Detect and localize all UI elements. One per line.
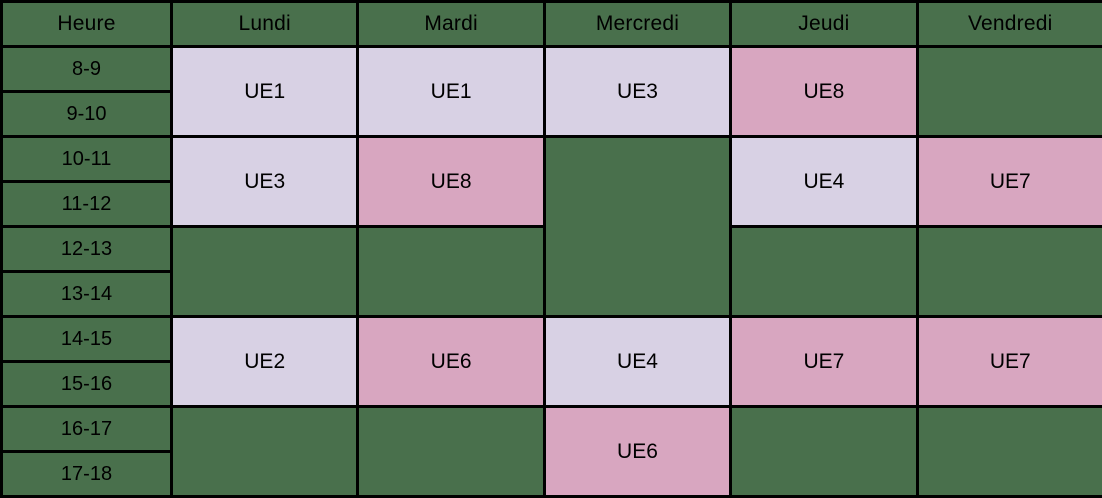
column-header-mercredi: Mercredi: [544, 2, 730, 47]
slot-vendredi-ue7[interactable]: UE7: [917, 317, 1102, 407]
hour-label-11-12: 11-12: [2, 182, 172, 227]
hour-label-12-13: 12-13: [2, 227, 172, 272]
timetable-container: Heure Lundi Mardi Mercredi Jeudi Vendred…: [0, 0, 1102, 464]
hour-label-17-18: 17-18: [2, 452, 172, 497]
timetable-header: Heure Lundi Mardi Mercredi Jeudi Vendred…: [2, 2, 1102, 47]
slot-mardi-empty-2: [358, 227, 544, 317]
slot-mardi-ue6[interactable]: UE6: [358, 317, 544, 407]
header-row: Heure Lundi Mardi Mercredi Jeudi Vendred…: [2, 2, 1102, 47]
slot-mercredi-empty-1: [544, 137, 730, 317]
hour-label-14-15: 14-15: [2, 317, 172, 362]
slot-mercredi-ue3[interactable]: UE3: [544, 47, 730, 137]
slot-lundi-ue3[interactable]: UE3: [172, 137, 358, 227]
slot-vendredi-empty-4: [917, 407, 1102, 497]
slot-mardi-ue1[interactable]: UE1: [358, 47, 544, 137]
slot-lundi-ue2[interactable]: UE2: [172, 317, 358, 407]
hour-label-13-14: 13-14: [2, 272, 172, 317]
hour-label-9-10: 9-10: [2, 92, 172, 137]
slot-jeudi-empty-4: [731, 407, 917, 497]
hour-label-10-11: 10-11: [2, 137, 172, 182]
slot-vendredi-empty-0: [917, 47, 1102, 137]
slot-vendredi-ue7[interactable]: UE7: [917, 137, 1102, 227]
column-header-vendredi: Vendredi: [917, 2, 1102, 47]
column-header-lundi: Lundi: [172, 2, 358, 47]
slot-mardi-empty-4: [358, 407, 544, 497]
column-header-heure: Heure: [2, 2, 172, 47]
slot-jeudi-ue8[interactable]: UE8: [731, 47, 917, 137]
column-header-mardi: Mardi: [358, 2, 544, 47]
slot-mercredi-ue6[interactable]: UE6: [544, 407, 730, 497]
slot-jeudi-ue4[interactable]: UE4: [731, 137, 917, 227]
column-header-jeudi: Jeudi: [731, 2, 917, 47]
slot-vendredi-empty-2: [917, 227, 1102, 317]
slot-lundi-ue1[interactable]: UE1: [172, 47, 358, 137]
slot-jeudi-ue7[interactable]: UE7: [731, 317, 917, 407]
slot-lundi-empty-4: [172, 407, 358, 497]
hour-label-15-16: 15-16: [2, 362, 172, 407]
slot-mercredi-ue4[interactable]: UE4: [544, 317, 730, 407]
hour-label-16-17: 16-17: [2, 407, 172, 452]
slot-lundi-empty-2: [172, 227, 358, 317]
slot-jeudi-empty-2: [731, 227, 917, 317]
hour-label-8-9: 8-9: [2, 47, 172, 92]
slot-mardi-ue8[interactable]: UE8: [358, 137, 544, 227]
